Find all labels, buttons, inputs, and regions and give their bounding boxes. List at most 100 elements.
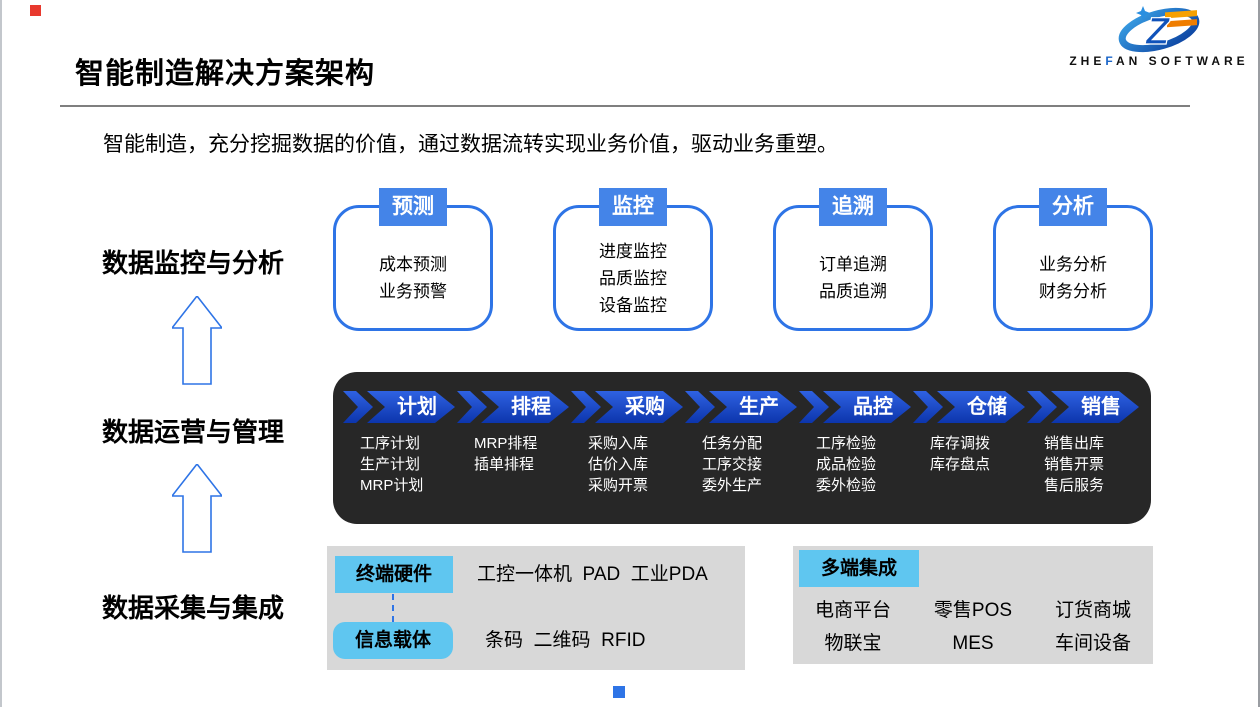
box-item: 设备监控 (599, 295, 667, 315)
integration-item: 电商平台 (814, 600, 891, 621)
slide-subtitle: 智能制造，充分挖掘数据的价值，通过数据流转实现业务价值，驱动业务重塑。 (103, 133, 838, 156)
box-tab: 监控 (599, 188, 667, 226)
carrier-items: 条码 二维码 RFID (485, 630, 646, 651)
process-col-schedule: 排程 MRP排程 插单排程 (457, 390, 571, 524)
process-item: 成品检验 (816, 456, 877, 473)
process-item: 售后服务 (1044, 477, 1105, 494)
process-col-plan: 计划 工序计划 生产计划 MRP计划 (343, 390, 457, 524)
box-item: 业务预警 (379, 282, 447, 301)
window-right-edge (1258, 0, 1260, 707)
box-tab: 分析 (1039, 188, 1107, 226)
process-tab: 生产 (739, 396, 779, 418)
process-item: 库存调拨 (930, 435, 991, 452)
chevron-arrow-icon (1027, 391, 1139, 423)
box-item: 品质监控 (599, 268, 667, 288)
integration-item: 车间设备 (1054, 633, 1131, 654)
box-items: 成本预测 业务预警 (333, 232, 493, 324)
process-tab: 计划 (397, 396, 437, 418)
up-arrow-icon (172, 296, 222, 385)
integration-item: 订货商城 (1054, 600, 1131, 621)
process-item: 估价入库 (588, 456, 649, 473)
integration-grid: 电商平台 零售POS 订货商城 物联宝 MES 车间设备 (793, 594, 1153, 660)
process-items: 工序计划 生产计划 MRP计划 (343, 433, 457, 496)
monitor-box-analysis: 分析 业务分析 财务分析 (993, 188, 1153, 333)
dashed-connector (392, 594, 394, 622)
svg-text:Z: Z (1145, 11, 1171, 53)
process-items: 库存调拨 库存盘点 (913, 433, 1027, 475)
box-item: 订单追溯 (819, 255, 887, 274)
zhefan-logo-icon: Z (1118, 6, 1200, 54)
process-col-production: 生产 任务分配 工序交接 委外生产 (685, 390, 799, 524)
box-item: 成本预测 (379, 255, 447, 274)
process-item: 销售出库 (1044, 435, 1105, 452)
hardware-items: 工控一体机 PAD 工业PDA (477, 564, 708, 585)
process-tab: 仓储 (967, 396, 1007, 418)
carrier-label: 信息载体 (333, 622, 453, 659)
box-item: 品质追溯 (819, 282, 887, 301)
monitor-box-forecast: 预测 成本预测 业务预警 (333, 188, 493, 333)
logo-word-accent: F (1105, 54, 1116, 68)
rounded-box (773, 205, 933, 331)
box-tab: 预测 (379, 188, 447, 226)
logo-word-pre: ZHE (1069, 54, 1106, 68)
process-items: 工序检验 成品检验 委外检验 (799, 433, 913, 496)
process-item: 工序计划 (360, 435, 421, 452)
integration-panel: 多端集成 电商平台 零售POS 订货商城 物联宝 MES 车间设备 (793, 546, 1153, 664)
process-item: MRP计划 (360, 477, 424, 494)
section-label-operation: 数据运营与管理 (102, 417, 285, 447)
process-tab: 品控 (853, 396, 893, 418)
window-left-edge (0, 0, 2, 707)
up-arrow-icon (172, 464, 222, 553)
process-item: MRP排程 (474, 435, 538, 452)
process-item: 采购开票 (588, 477, 649, 494)
process-item: 插单排程 (474, 456, 535, 473)
logo-wordmark: ZHEFAN SOFTWARE (1059, 54, 1259, 68)
hardware-panel: 终端硬件 工控一体机 PAD 工业PDA 信息载体 条码 二维码 RFID (327, 546, 745, 670)
process-tab: 采购 (625, 396, 665, 418)
process-item: 销售开票 (1044, 456, 1105, 473)
process-items: 销售出库 销售开票 售后服务 (1027, 433, 1141, 496)
chevron-arrow-icon (685, 391, 797, 423)
box-tab: 追溯 (819, 188, 887, 226)
process-item: 委外生产 (702, 477, 763, 494)
process-item: 生产计划 (360, 456, 421, 473)
hardware-label: 终端硬件 (335, 556, 453, 593)
chevron-arrow-icon (799, 391, 911, 423)
section-label-collection: 数据采集与集成 (102, 593, 285, 623)
page-title: 智能制造解决方案架构 (75, 58, 376, 90)
process-item: 工序检验 (816, 435, 877, 452)
title-divider (60, 105, 1190, 107)
process-col-sales: 销售 销售出库 销售开票 售后服务 (1027, 390, 1141, 524)
process-item: 任务分配 (702, 435, 763, 452)
box-item: 财务分析 (1039, 282, 1107, 301)
box-item: 进度监控 (599, 241, 667, 261)
integration-item: MES (952, 633, 994, 654)
integration-label: 多端集成 (799, 550, 919, 587)
chevron-arrow-icon (571, 391, 683, 423)
integration-item: 零售POS (933, 600, 1013, 621)
process-item: 委外检验 (816, 477, 877, 494)
process-item: 库存盘点 (930, 456, 991, 473)
process-tab: 销售 (1081, 396, 1121, 418)
box-item: 业务分析 (1039, 255, 1107, 274)
process-item: 工序交接 (702, 456, 763, 473)
process-col-quality: 品控 工序检验 成品检验 委外检验 (799, 390, 913, 524)
blue-square-marker (613, 686, 625, 698)
box-items: 业务分析 财务分析 (993, 232, 1153, 324)
section-label-monitor: 数据监控与分析 (102, 248, 285, 278)
chevron-arrow-icon (913, 391, 1025, 423)
process-band: 计划 工序计划 生产计划 MRP计划 排程 MRP排程 插单排程 采购 (333, 372, 1151, 524)
chevron-arrow-icon (343, 391, 455, 423)
red-square-marker (30, 5, 41, 16)
chevron-arrow-icon (457, 391, 569, 423)
process-items: 任务分配 工序交接 委外生产 (685, 433, 799, 496)
process-items: 采购入库 估价入库 采购开票 (571, 433, 685, 496)
integration-item: 物联宝 (824, 633, 882, 654)
box-items: 订单追溯 品质追溯 (773, 232, 933, 324)
process-items: MRP排程 插单排程 (457, 433, 571, 475)
process-item: 采购入库 (588, 435, 649, 452)
process-col-warehouse: 仓储 库存调拨 库存盘点 (913, 390, 1027, 524)
monitor-box-trace: 追溯 订单追溯 品质追溯 (773, 188, 933, 333)
process-tab: 排程 (511, 396, 551, 418)
monitor-box-monitoring: 监控 进度监控 品质监控 设备监控 (553, 188, 713, 333)
